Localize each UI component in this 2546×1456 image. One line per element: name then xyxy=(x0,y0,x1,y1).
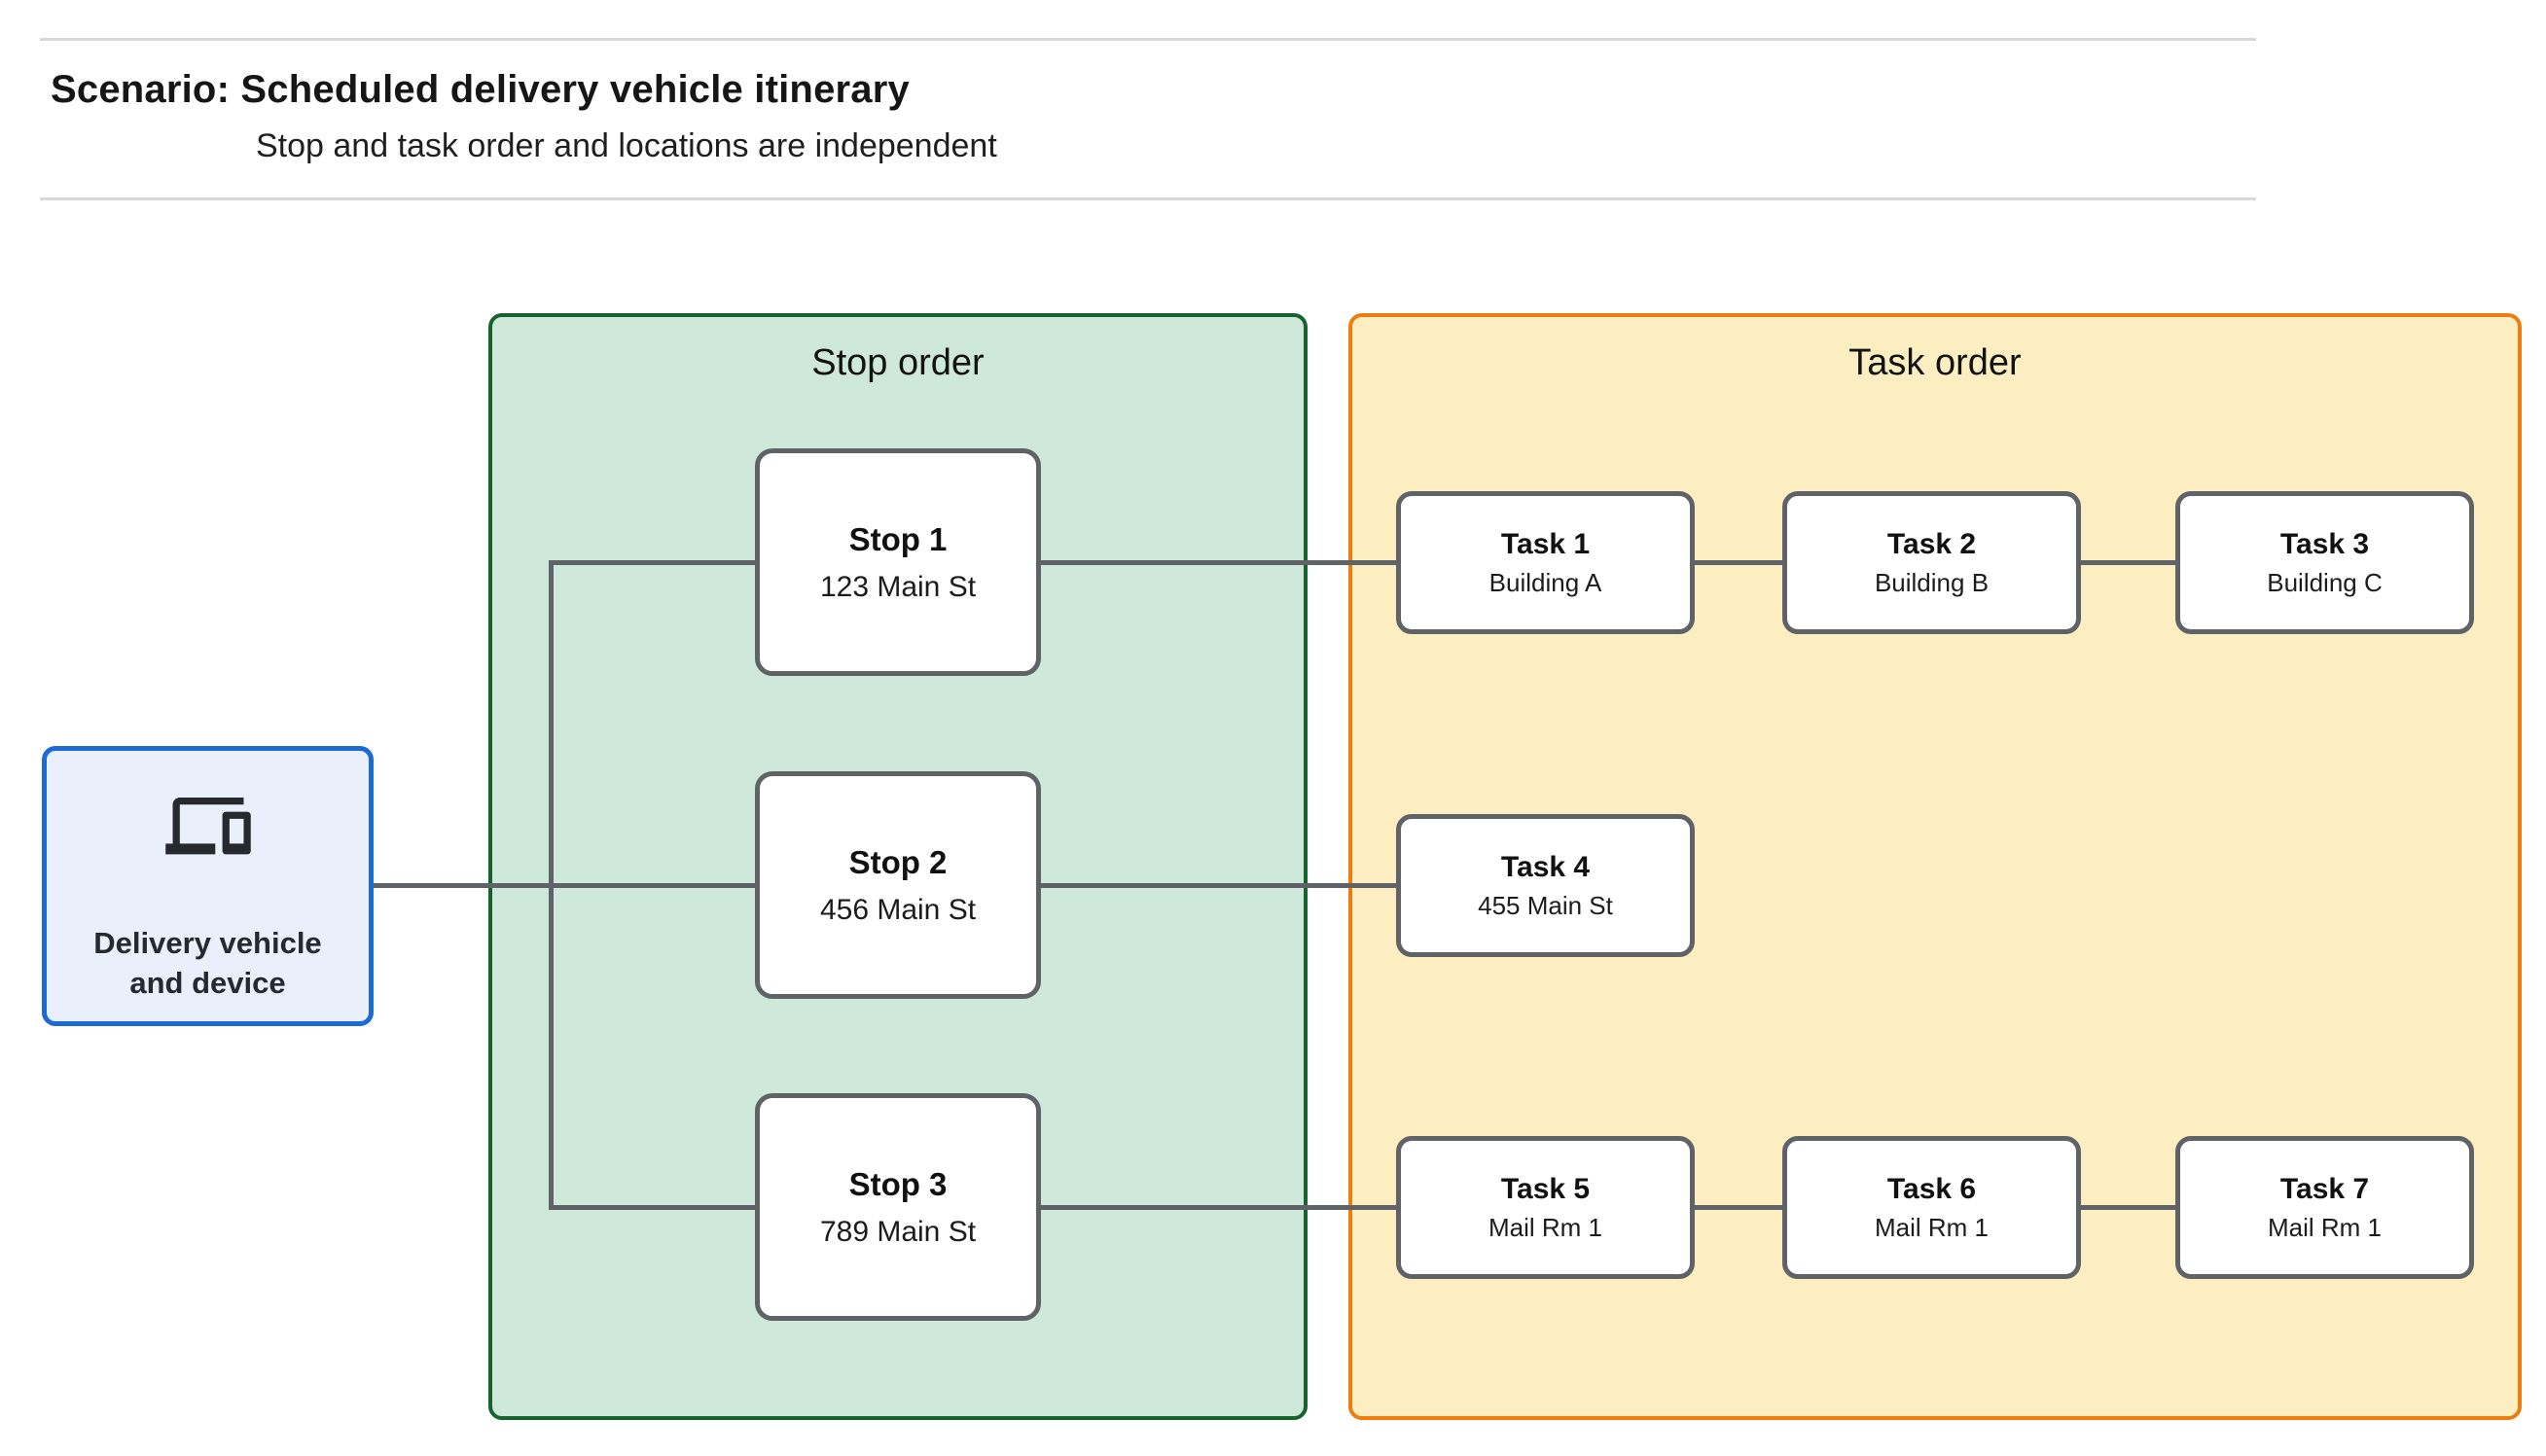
top-divider xyxy=(40,38,2256,41)
stop-address: 789 Main St xyxy=(819,1215,977,1248)
stop-node-2: Stop 2 456 Main St xyxy=(755,771,1041,999)
stop-address: 456 Main St xyxy=(819,893,977,926)
task-node-3: Task 3 Building C xyxy=(2175,491,2474,634)
task-name: Task 5 xyxy=(1500,1172,1591,1205)
connector-stop1-task1 xyxy=(1041,560,1396,565)
task-name: Task 3 xyxy=(2279,527,2370,560)
task-name: Task 4 xyxy=(1500,850,1591,883)
task-node-5: Task 5 Mail Rm 1 xyxy=(1396,1136,1695,1279)
connector-stop-trunk xyxy=(549,560,554,1210)
task-location: Mail Rm 1 xyxy=(1874,1212,1989,1242)
task-location: Mail Rm 1 xyxy=(1488,1212,1602,1242)
task-node-7: Task 7 Mail Rm 1 xyxy=(2175,1136,2474,1279)
task-location: Building A xyxy=(1488,567,1602,597)
page-subtitle: Stop and task order and locations are in… xyxy=(256,127,997,164)
connector-trunk-to-stop3 xyxy=(551,1205,755,1210)
connector-stop2-task4 xyxy=(1041,883,1396,888)
stop-address: 123 Main St xyxy=(819,570,977,603)
connector-task2-task3 xyxy=(2081,560,2175,565)
task-node-6: Task 6 Mail Rm 1 xyxy=(1782,1136,2081,1279)
task-order-panel-title: Task order xyxy=(1848,342,2022,383)
connector-vehicle-to-stops xyxy=(374,883,755,888)
task-node-1: Task 1 Building A xyxy=(1396,491,1695,634)
connector-task5-task6 xyxy=(1695,1205,1782,1210)
task-name: Task 2 xyxy=(1886,527,1977,560)
connector-task6-task7 xyxy=(2081,1205,2175,1210)
title-prefix: Scenario: xyxy=(51,68,231,111)
header-divider xyxy=(40,197,2256,200)
stop-name: Stop 3 xyxy=(848,1165,948,1202)
delivery-vehicle-node: Delivery vehicle and device xyxy=(42,746,374,1026)
delivery-vehicle-label-line1: Delivery vehicle xyxy=(93,926,322,960)
stop-name: Stop 1 xyxy=(848,520,948,557)
delivery-vehicle-label: Delivery vehicle and device xyxy=(47,923,369,1003)
page-title: Scenario: Scheduled delivery vehicle iti… xyxy=(51,68,910,112)
task-node-2: Task 2 Building B xyxy=(1782,491,2081,634)
devices-icon xyxy=(47,798,369,858)
stop-node-1: Stop 1 123 Main St xyxy=(755,448,1041,676)
task-name: Task 6 xyxy=(1886,1172,1977,1205)
connector-task1-task2 xyxy=(1695,560,1782,565)
connector-stop3-task5 xyxy=(1041,1205,1396,1210)
connector-trunk-to-stop1 xyxy=(551,560,755,565)
title-text: Scheduled delivery vehicle itinerary xyxy=(240,68,910,111)
task-name: Task 1 xyxy=(1500,527,1591,560)
stop-order-panel-title: Stop order xyxy=(811,342,985,383)
stop-name: Stop 2 xyxy=(848,843,948,880)
stop-node-3: Stop 3 789 Main St xyxy=(755,1093,1041,1321)
delivery-vehicle-label-line2: and device xyxy=(129,966,286,1000)
task-location: 455 Main St xyxy=(1478,890,1613,920)
task-location: Building B xyxy=(1874,567,1990,597)
task-name: Task 7 xyxy=(2279,1172,2370,1205)
task-location: Mail Rm 1 xyxy=(2267,1212,2382,1242)
task-node-4: Task 4 455 Main St xyxy=(1396,814,1695,957)
task-location: Building C xyxy=(2267,567,2383,597)
